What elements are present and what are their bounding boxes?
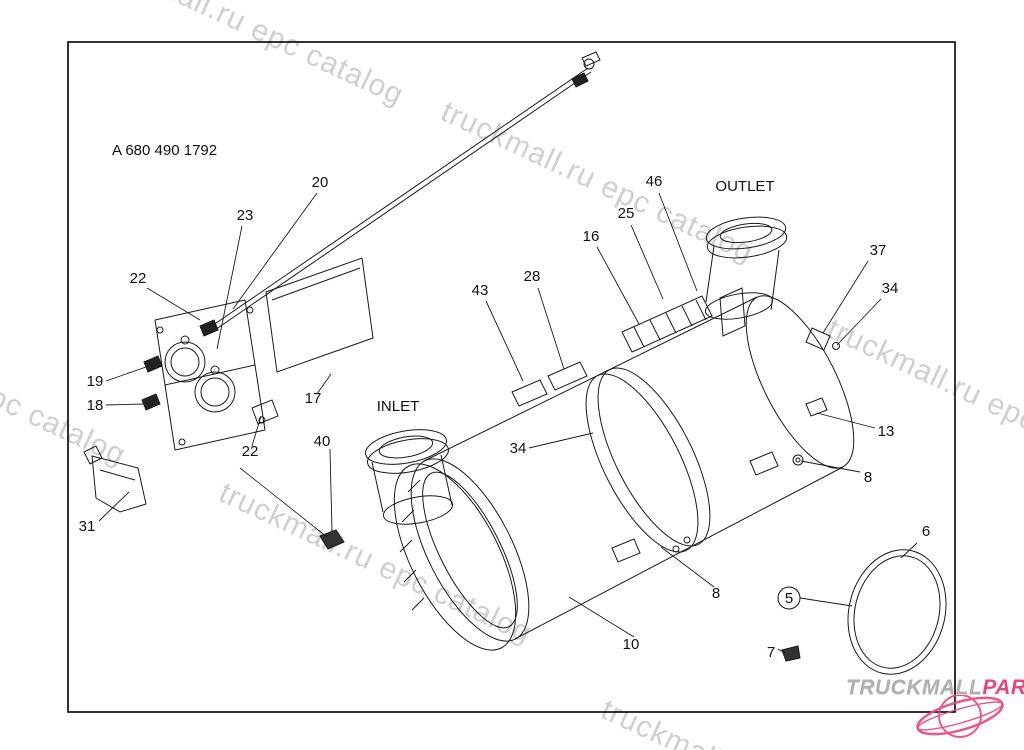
- callout-20: 20: [312, 174, 329, 191]
- callout-23: 23: [237, 207, 254, 224]
- callout-17: 17: [305, 390, 322, 407]
- logo-text: TRUCKMALLPARTS: [846, 676, 1024, 700]
- logo-suffix: PARTS: [982, 676, 1024, 699]
- callout-34a: 34: [882, 280, 899, 297]
- callout-31: 31: [79, 518, 96, 535]
- callout-19: 19: [87, 373, 104, 390]
- callout-22a: 22: [130, 270, 147, 287]
- callout-37: 37: [870, 242, 887, 259]
- part-number: A 680 490 1792: [112, 142, 217, 159]
- callout-6: 6: [922, 523, 930, 540]
- small-fastener: [781, 645, 801, 662]
- callout-18: 18: [87, 397, 104, 414]
- callout-16: 16: [583, 228, 600, 245]
- muffler-body: [393, 287, 855, 651]
- callout-5-circle: [777, 586, 801, 610]
- outlet-pipe: [704, 216, 788, 320]
- callout-13: 13: [878, 423, 895, 440]
- callout-40: 40: [314, 433, 331, 450]
- callout-8b: 8: [712, 585, 720, 602]
- tension-rod: [199, 51, 601, 337]
- inlet-label: INLET: [377, 398, 420, 415]
- logo-globe: [916, 694, 1004, 738]
- callout-28: 28: [524, 268, 541, 285]
- callouts: A 680 490 1792 INLET OUTLET 20 23 22 19 …: [79, 142, 931, 661]
- clamp-bracket-assembly: [141, 299, 279, 451]
- callout-22b: 22: [242, 443, 259, 460]
- callout-8a: 8: [864, 469, 872, 486]
- callout-43: 43: [472, 282, 489, 299]
- support-bracket: [83, 445, 147, 513]
- callout-5: 5: [785, 590, 793, 607]
- callout-25: 25: [618, 205, 635, 222]
- leader-lines: [98, 192, 918, 654]
- callout-34b: 34: [510, 440, 527, 457]
- mounting-plate: [265, 257, 374, 373]
- callout-7: 7: [767, 644, 775, 661]
- drawing-frame: [67, 41, 956, 713]
- outlet-label: OUTLET: [715, 178, 774, 195]
- small-clamp: [239, 467, 345, 550]
- callout-10: 10: [623, 636, 640, 653]
- callout-46: 46: [646, 173, 663, 190]
- gasket-ring: [847, 549, 947, 675]
- inlet-pipe: [365, 429, 454, 525]
- truckmall-logo: TRUCKMALLPARTS: [832, 668, 1024, 750]
- logo-brand: TRUCKMALL: [846, 676, 983, 699]
